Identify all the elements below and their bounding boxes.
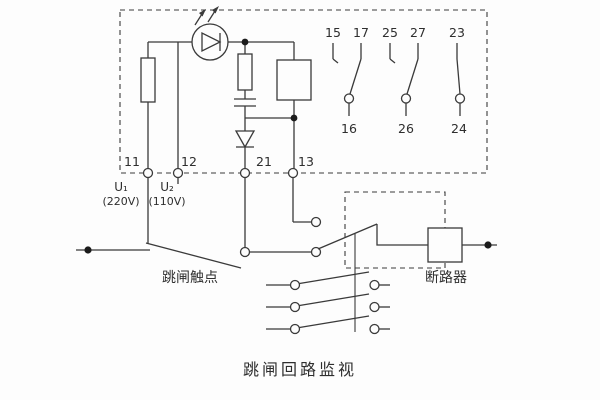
diagram-caption: 跳闸回路监视 xyxy=(243,360,357,379)
output-contact-group-3 xyxy=(454,43,466,116)
contact-label-27: 27 xyxy=(410,25,426,40)
terminal-13-circle xyxy=(287,167,299,179)
monitor-unit-dashed-box xyxy=(119,9,488,174)
junction-dot xyxy=(84,246,92,254)
terminal-12-circle xyxy=(172,167,184,179)
trip-contact-label: 跳闸触点 xyxy=(162,270,218,286)
input-voltage-110v: (110V) xyxy=(148,195,185,208)
terminal-label-21: 21 xyxy=(256,154,272,169)
capacitor-icon xyxy=(234,98,256,131)
terminal-label-12: 12 xyxy=(181,154,197,169)
aux-contact-row-2 xyxy=(266,293,390,313)
input-voltage-220v: (220V) xyxy=(102,195,139,208)
diode-icon xyxy=(234,130,256,169)
led-icon xyxy=(191,6,229,61)
output-contact-group-2 xyxy=(389,43,419,116)
contact-label-23: 23 xyxy=(449,25,465,40)
terminal-label-11: 11 xyxy=(124,154,140,169)
trip-contact-switch xyxy=(145,242,242,269)
junction-dot xyxy=(290,114,298,122)
terminal-21-circle xyxy=(239,167,251,179)
label-layer: 11 12 21 13 U₁ (220V) U₂ (110V) 15 17 25… xyxy=(102,25,467,379)
terminal-label-13: 13 xyxy=(298,154,314,169)
input-label-u2: U₂ xyxy=(160,180,174,194)
contact-label-24: 24 xyxy=(451,121,467,136)
terminal-13-branch xyxy=(292,177,322,228)
bus-contact-circle-left xyxy=(239,246,251,258)
junction-dot xyxy=(241,38,249,46)
terminal-circles xyxy=(142,167,299,179)
input-label-u1: U₁ xyxy=(114,180,128,194)
contact-label-17: 17 xyxy=(353,25,369,40)
breaker-aux-switch xyxy=(317,223,428,250)
junction-dot xyxy=(484,241,492,249)
output-contact-group-1 xyxy=(332,43,362,116)
relay-coil-icon xyxy=(276,42,312,169)
contact-label-26: 26 xyxy=(398,121,414,136)
junction-dots xyxy=(84,38,492,254)
resistor-r2-icon xyxy=(237,42,253,99)
aux-contact-row-3 xyxy=(266,315,390,335)
contact-label-25: 25 xyxy=(382,25,398,40)
resistor-r1-icon xyxy=(140,42,156,169)
terminal-11-circle xyxy=(142,167,154,179)
trip-coil-icon xyxy=(427,227,497,263)
aux-switch-lower-circle xyxy=(310,246,322,258)
breaker-label: 断路器 xyxy=(425,270,467,286)
wiring-layer xyxy=(76,6,497,335)
led-emission-arrows-icon xyxy=(194,6,219,26)
contact-label-16: 16 xyxy=(341,121,357,136)
aux-contact-row-1 xyxy=(266,271,390,291)
contact-label-15: 15 xyxy=(325,25,341,40)
